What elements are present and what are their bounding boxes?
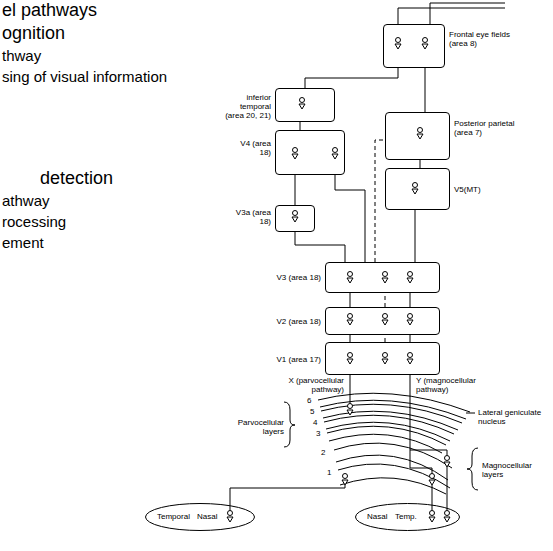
neural-pathway (230, 488, 300, 503)
magnocellular-fiber (410, 395, 447, 474)
neural-pathway (410, 293, 411, 307)
retinal-fiber (300, 485, 345, 488)
slide-text: el pathways (2, 0, 97, 21)
cortical-area-box: V2 (area 18) (325, 307, 440, 335)
leader-line (466, 413, 475, 414)
retina-side-label: Temp. (395, 512, 417, 521)
area-label: V2 (area 18) (261, 317, 321, 326)
neural-pathway (335, 175, 365, 262)
layer-group-label: Magnocellular layers (482, 461, 548, 479)
parvocellular-fiber (350, 395, 351, 404)
eye-outline (146, 504, 255, 531)
neural-pathway (300, 122, 301, 130)
output-fiber (430, 3, 505, 24)
neural-pathway (415, 210, 416, 262)
slide-text: detection (40, 168, 113, 189)
neural-pathway (295, 175, 296, 205)
lgn-layer (327, 426, 446, 453)
retina-side-label: Nasal (367, 512, 387, 521)
layer-number: 1 (327, 468, 331, 477)
neural-pathway (420, 160, 421, 168)
neural-pathway (385, 335, 386, 342)
pathway-label: Y (magnocellular pathway) (416, 376, 496, 394)
retina-side-label: Nasal (197, 512, 217, 521)
neural-pathway (305, 68, 398, 88)
area-label: Frontal eye fields (area 8) (449, 30, 524, 48)
layer-bracket (284, 402, 295, 447)
neural-pathway (350, 335, 351, 342)
neural-pathway (410, 335, 411, 342)
slide-text: rocessing (2, 213, 66, 230)
area-label: Posterior parietal (area 7) (454, 119, 529, 137)
cortical-area-box: inferior temporal (area 20, 21) (275, 88, 335, 122)
layer-number: 6 (307, 396, 311, 405)
lgn-layer (338, 464, 450, 494)
slide-text: ement (2, 234, 44, 251)
retinal-fiber (230, 503, 447, 511)
retina-side-label: Temporal (157, 512, 190, 521)
cortical-area-box: V3 (area 18) (325, 262, 440, 293)
eye-retina: Nasal Temp. (355, 503, 460, 531)
eye-outline (356, 504, 460, 531)
slide-text: thway (2, 47, 41, 64)
lgn-layer (321, 404, 462, 430)
neural-pathway (425, 68, 426, 112)
cortical-area-box: V5(MT) (385, 168, 450, 210)
neural-pathway (375, 140, 385, 262)
layer-number: 2 (321, 448, 325, 457)
layer-number: 3 (316, 429, 320, 438)
lgn-layer (318, 393, 470, 419)
area-label: Lateral geniculate nucleus (478, 408, 550, 426)
slide-text: ognition (2, 23, 65, 44)
neural-pathway (350, 375, 351, 395)
area-label: V5(MT) (454, 185, 504, 194)
cortical-area-box: Frontal eye fields (area 8) (383, 24, 445, 68)
neural-pathway (447, 495, 448, 503)
layer-number: 5 (310, 407, 314, 416)
cortical-area-box: Posterior parietal (area 7) (385, 112, 450, 160)
eye-retina: Temporal Nasal (145, 503, 255, 531)
area-label: V1 (area 17) (261, 355, 321, 364)
area-label: inferior temporal (area 20, 21) (221, 93, 271, 120)
slide-text: athway (2, 192, 50, 209)
layer-bracket (467, 448, 478, 490)
slide-text: sing of visual information (2, 68, 167, 85)
neural-pathway (295, 232, 345, 262)
cortical-area-box: V4 (area 18) (275, 130, 345, 175)
neural-pathway (432, 495, 433, 503)
output-fiber (398, 8, 505, 24)
neural-pathway (350, 293, 351, 307)
area-label: V4 (area 18) (231, 139, 271, 157)
area-label: V3a (area 18) (231, 208, 271, 226)
layer-group-label: Parvocellular layers (232, 418, 284, 436)
cortical-area-box: V3a (area 18) (275, 205, 315, 232)
cortical-area-box: V1 (area 17) (325, 342, 440, 375)
nucleus-region: Lateral geniculate nucleus (300, 395, 470, 495)
pathway-label: X (parvocellular pathway) (264, 376, 344, 394)
layer-number: 4 (313, 418, 317, 427)
neural-pathway (410, 375, 411, 395)
neural-pathway (385, 293, 386, 307)
area-label: V3 (area 18) (261, 273, 321, 282)
